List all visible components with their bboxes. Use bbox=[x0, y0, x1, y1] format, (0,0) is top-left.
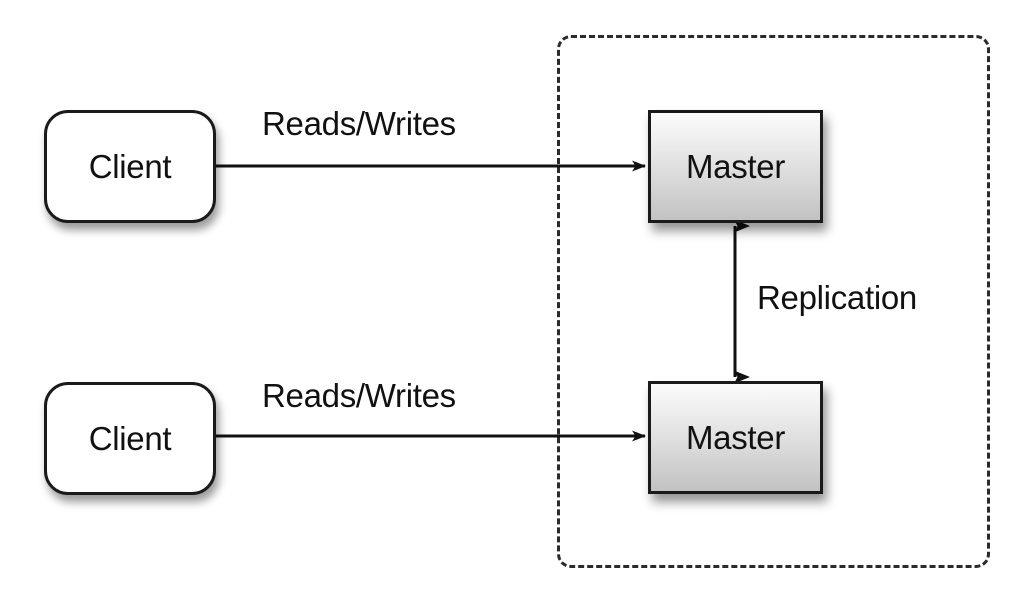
node-label: Client bbox=[88, 148, 172, 185]
node-master-top[interactable]: Master bbox=[648, 110, 823, 223]
cluster-boundary bbox=[557, 35, 990, 568]
node-client-bottom[interactable]: Client bbox=[44, 382, 216, 495]
node-label: Master bbox=[685, 148, 786, 185]
edge-label-reads-writes-top: Reads/Writes bbox=[262, 105, 456, 142]
node-master-bottom[interactable]: Master bbox=[648, 381, 823, 494]
node-label: Master bbox=[685, 419, 786, 456]
edge-label-replication: Replication bbox=[757, 279, 917, 316]
node-label: Client bbox=[88, 420, 172, 457]
node-client-top[interactable]: Client bbox=[44, 110, 216, 223]
edge-label-reads-writes-bottom: Reads/Writes bbox=[262, 377, 456, 414]
